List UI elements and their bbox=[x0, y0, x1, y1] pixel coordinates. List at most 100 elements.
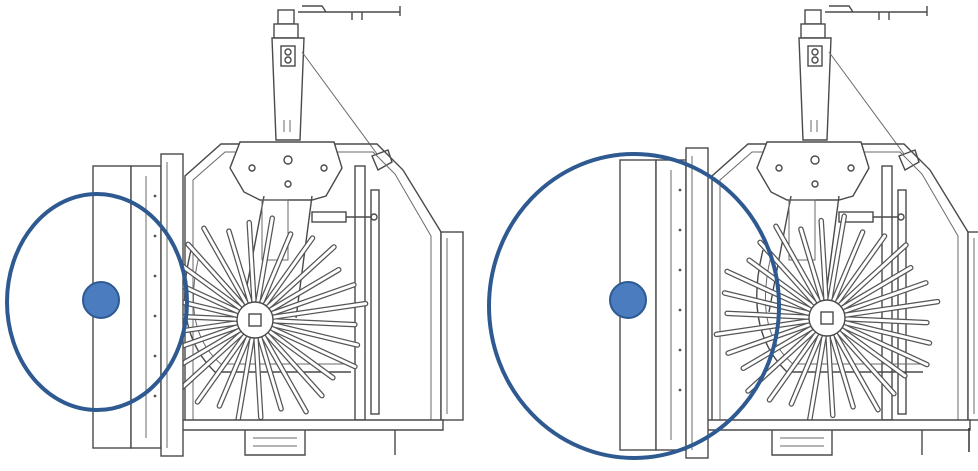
spoke-highlight bbox=[269, 319, 357, 327]
vertical-strut bbox=[370, 189, 380, 415]
highlight-circle bbox=[487, 152, 781, 460]
spoke-highlight bbox=[202, 226, 250, 308]
door-rivet bbox=[153, 354, 157, 358]
base-foot bbox=[771, 430, 833, 456]
base-rail bbox=[699, 419, 971, 431]
side-panel bbox=[440, 231, 464, 421]
mast-cap bbox=[277, 9, 295, 25]
spoke-highlight bbox=[841, 300, 940, 317]
cylinder-pin bbox=[370, 213, 378, 221]
spoke-highlight bbox=[255, 216, 274, 306]
spoke-highlight bbox=[265, 328, 335, 380]
spoke-highlight bbox=[836, 243, 908, 309]
yoke-pivot bbox=[283, 155, 293, 165]
door-rivet bbox=[153, 194, 157, 198]
spoke-highlight bbox=[841, 317, 929, 325]
mast-column bbox=[271, 37, 305, 141]
spoke-highlight bbox=[835, 328, 896, 396]
yoke-bolt bbox=[847, 164, 855, 172]
mast-bolt bbox=[811, 56, 819, 64]
spoke-wheel bbox=[713, 213, 941, 423]
spoke-highlight bbox=[826, 332, 835, 417]
mast-bracket bbox=[280, 45, 296, 67]
door-rivet bbox=[678, 188, 682, 192]
base-foot bbox=[244, 430, 306, 456]
spoke-highlight bbox=[827, 214, 846, 304]
spoke-highlight bbox=[829, 331, 855, 409]
spoke-highlight bbox=[840, 281, 928, 314]
door-rivet bbox=[678, 228, 682, 232]
mast-collar bbox=[273, 23, 299, 39]
mast-collar bbox=[800, 23, 826, 39]
spoke-highlight bbox=[174, 329, 246, 395]
spoke-highlight bbox=[839, 323, 929, 367]
arm-bracket bbox=[788, 199, 816, 261]
spoke-highlight bbox=[725, 269, 815, 313]
spoke-highlight bbox=[264, 245, 336, 311]
spoke-highlight bbox=[831, 230, 865, 305]
top-arm bbox=[825, 5, 928, 20]
cylinder-pin bbox=[897, 213, 905, 221]
door-rivet bbox=[678, 308, 682, 312]
spoke-highlight bbox=[837, 326, 907, 378]
yoke-bolt bbox=[775, 164, 783, 172]
marker-dot bbox=[82, 281, 120, 319]
spoke-highlight bbox=[774, 224, 822, 306]
spoke-highlight bbox=[266, 268, 341, 313]
spoke-highlight bbox=[838, 266, 913, 311]
spoke-highlight bbox=[260, 332, 308, 414]
door-rivet bbox=[678, 388, 682, 392]
spoke-highlight bbox=[263, 330, 324, 398]
panel-right bbox=[487, 5, 978, 460]
support-cable bbox=[828, 51, 908, 159]
spoke-highlight bbox=[227, 229, 253, 307]
spoke-highlight bbox=[834, 234, 887, 307]
spoke-highlight bbox=[799, 227, 825, 305]
top-arm bbox=[298, 5, 401, 20]
vertical-strut bbox=[897, 189, 907, 415]
door-rivet bbox=[678, 268, 682, 272]
door-rivet bbox=[153, 274, 157, 278]
spoke-highlight bbox=[186, 242, 247, 310]
spoke-highlight bbox=[714, 319, 813, 336]
base-foot-detail bbox=[253, 437, 297, 447]
spoke-highlight bbox=[819, 219, 828, 304]
housing-frame-inner bbox=[192, 151, 432, 430]
spoke-highlight bbox=[723, 291, 814, 316]
hydraulic-cylinder bbox=[311, 211, 347, 223]
spoke-highlight bbox=[268, 322, 359, 347]
spoke-highlight bbox=[840, 320, 931, 345]
spoke-highlight bbox=[741, 325, 816, 370]
base-foot-detail bbox=[780, 437, 824, 447]
spoke-highlight bbox=[257, 333, 283, 411]
support-cable bbox=[301, 51, 381, 159]
spoke-highlight bbox=[808, 332, 827, 422]
mast-cap bbox=[804, 9, 822, 25]
door-rivet bbox=[678, 348, 682, 352]
mast-column bbox=[798, 37, 832, 141]
cable-clamp bbox=[371, 149, 393, 171]
spoke-highlight bbox=[195, 331, 248, 404]
mast-bolt bbox=[284, 56, 292, 64]
spoke-highlight bbox=[789, 331, 823, 406]
panel-left bbox=[5, 5, 464, 457]
spoke-highlight bbox=[747, 258, 817, 310]
yoke-pivot bbox=[810, 155, 820, 165]
door-rivet bbox=[153, 314, 157, 318]
spoke-highlight bbox=[267, 325, 357, 369]
cable-clamp bbox=[898, 149, 920, 171]
spoke-highlight bbox=[259, 232, 293, 307]
side-panel bbox=[967, 231, 978, 421]
vertical-strut bbox=[354, 165, 366, 421]
base-rail bbox=[172, 419, 444, 431]
door-post bbox=[685, 147, 709, 459]
spoke-highlight bbox=[767, 329, 820, 402]
yoke-bolt bbox=[284, 180, 292, 188]
housing-frame-inner bbox=[719, 151, 959, 430]
yoke-bolt bbox=[248, 164, 256, 172]
yoke-bolt bbox=[811, 180, 819, 188]
door-rivet bbox=[153, 394, 157, 398]
spoke-highlight bbox=[262, 236, 315, 309]
spoke-highlight bbox=[726, 322, 814, 355]
